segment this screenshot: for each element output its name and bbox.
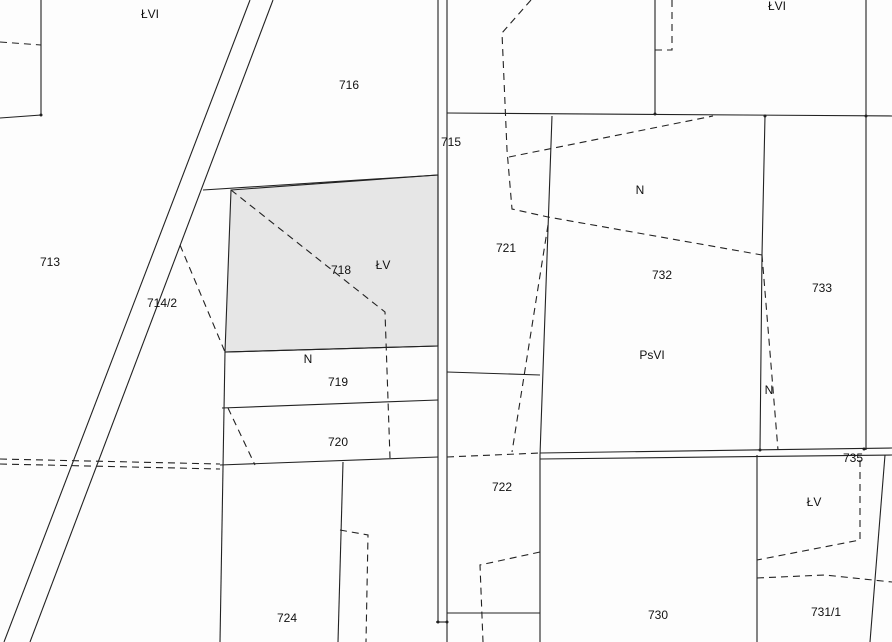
parcel-label[interactable]: 731/1 bbox=[810, 605, 842, 619]
parcel-label[interactable]: 732 bbox=[651, 268, 673, 282]
land-class-label: ŁVI bbox=[140, 7, 160, 21]
land-class-label: ŁV bbox=[375, 258, 391, 272]
parcel-label[interactable]: 722 bbox=[491, 480, 513, 494]
land-class-label: PsVI bbox=[639, 348, 665, 362]
parcel-label[interactable]: 719 bbox=[327, 375, 349, 389]
parcel-label[interactable]: 730 bbox=[647, 608, 669, 622]
land-class-label: N bbox=[764, 383, 774, 397]
parcel-label[interactable]: 720 bbox=[327, 435, 349, 449]
parcel-label[interactable]: 713 bbox=[39, 255, 61, 269]
land-class-label: ŁVI bbox=[767, 0, 787, 13]
parcel-label[interactable]: 721 bbox=[495, 241, 517, 255]
land-class-label: ŁV bbox=[806, 495, 822, 509]
land-class-label: N bbox=[635, 183, 645, 197]
parcel-label[interactable]: 733 bbox=[811, 281, 833, 295]
parcel-label[interactable]: 724 bbox=[276, 611, 298, 625]
parcel-label[interactable]: 714/2 bbox=[146, 296, 178, 310]
parcel-label[interactable]: 716 bbox=[338, 78, 360, 92]
land-class-label: N bbox=[303, 352, 313, 366]
parcel-label[interactable]: 735 bbox=[842, 451, 864, 465]
parcel-label[interactable]: 715 bbox=[440, 135, 462, 149]
parcel-label[interactable]: 718 bbox=[330, 263, 352, 277]
